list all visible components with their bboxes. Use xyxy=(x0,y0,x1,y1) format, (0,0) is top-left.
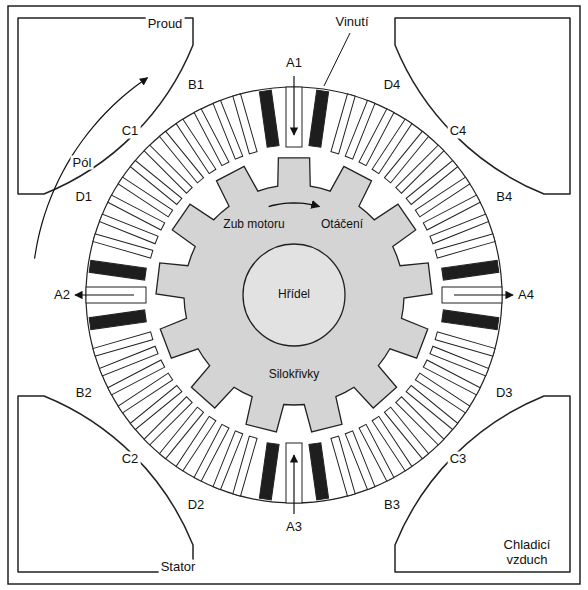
phase-label: C1 xyxy=(120,123,141,138)
stator-tooth xyxy=(331,436,355,496)
stator-tooth xyxy=(372,119,412,173)
winding-coil xyxy=(259,443,279,500)
stator-tooth xyxy=(118,177,172,217)
part-label: Chladicí vzduch xyxy=(490,538,564,568)
cooling-air-channel xyxy=(18,18,193,194)
stator-yoke xyxy=(86,87,502,503)
rotor: Zub motoru OtáčeníSilokřivky Hřídel xyxy=(156,157,432,433)
phase-label: B1 xyxy=(186,77,206,92)
stator-tooth xyxy=(415,373,469,413)
phase-label: A1 xyxy=(284,56,304,71)
phase-label: B3 xyxy=(382,498,402,513)
part-label: Stator xyxy=(159,560,198,575)
part-label: Vinutí xyxy=(333,15,370,30)
winding-coil xyxy=(89,260,146,280)
stator-tooth xyxy=(130,160,182,204)
stator-tooth xyxy=(144,397,192,445)
stator-tooth xyxy=(176,416,216,470)
stator-tooth xyxy=(406,385,458,429)
part-label: Otáčení xyxy=(321,218,363,232)
stator-tooth xyxy=(406,160,458,204)
stator-tooth xyxy=(93,332,153,356)
shaft-circle xyxy=(243,244,345,346)
stator-tooth xyxy=(159,407,203,459)
phase-label: B4 xyxy=(494,189,514,204)
winding-coil xyxy=(259,90,279,147)
stator-tooth xyxy=(384,407,428,459)
winding-coil xyxy=(442,260,499,280)
winding-coil xyxy=(309,90,329,147)
flux-arrow xyxy=(454,294,513,295)
stator-tooth xyxy=(233,94,257,154)
phase-label: A2 xyxy=(52,288,72,303)
part-label: Proud xyxy=(146,17,185,32)
flux-arrow xyxy=(75,294,134,295)
phase-label: A4 xyxy=(516,288,536,303)
part-label: Pól xyxy=(71,155,94,170)
cooling-air-channel xyxy=(395,18,570,194)
phase-label: C3 xyxy=(448,452,469,467)
phase-label: B2 xyxy=(74,386,94,401)
stator-tooth xyxy=(384,131,428,183)
stator-housing xyxy=(8,6,580,584)
part-label: Zub motoru xyxy=(223,218,284,232)
stator-tooth xyxy=(435,234,495,258)
leader-line xyxy=(324,33,350,86)
stator-tooth xyxy=(159,131,203,183)
phase-label: D1 xyxy=(73,189,94,204)
phase-label: A3 xyxy=(284,520,304,535)
rotor-gear xyxy=(156,158,432,432)
winding-coil xyxy=(89,310,146,330)
phase-label: C2 xyxy=(120,452,141,467)
part-label: Silokřivky xyxy=(269,368,320,382)
phase-label: D3 xyxy=(494,386,515,401)
flux-arrow xyxy=(293,76,294,135)
stator-tooth xyxy=(396,397,444,445)
winding-coil xyxy=(442,310,499,330)
shaft: Hřídel xyxy=(242,243,346,347)
phase-label: D2 xyxy=(186,498,207,513)
rotation-arrow xyxy=(269,203,320,207)
flux-arrow xyxy=(293,455,294,514)
part-label: Hřídel xyxy=(278,288,310,302)
current-arrow xyxy=(35,78,148,259)
stator-tooth xyxy=(130,385,182,429)
winding-coil xyxy=(309,443,329,500)
cooling-air-channel xyxy=(18,396,193,572)
stator-tooth xyxy=(144,145,192,193)
phase-label: C4 xyxy=(448,123,469,138)
stator-tooth xyxy=(396,145,444,193)
phase-label: D4 xyxy=(382,77,403,92)
cooling-air-channel xyxy=(395,396,570,572)
